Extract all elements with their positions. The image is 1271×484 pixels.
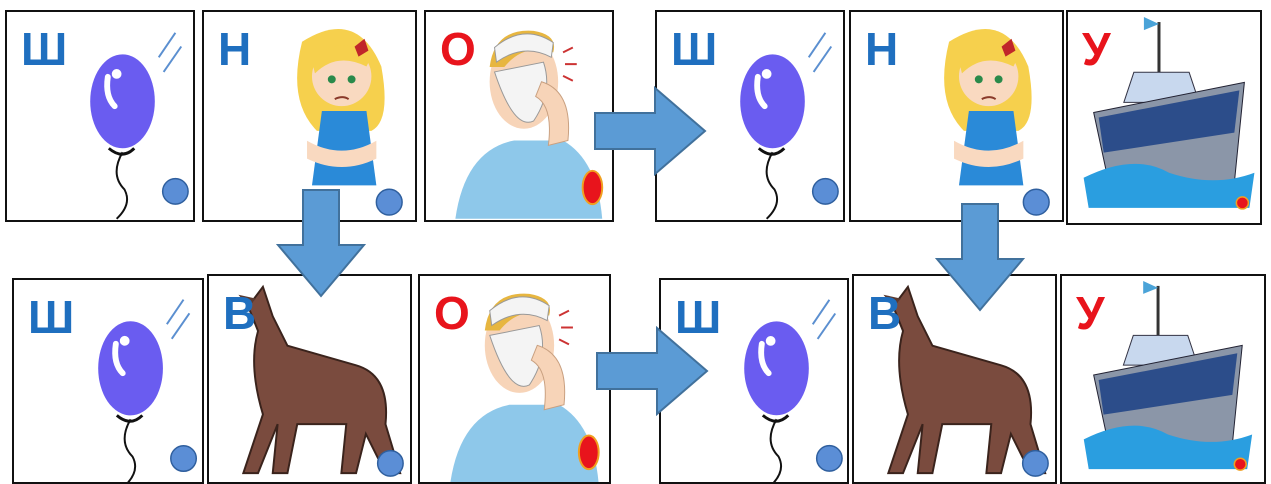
card-ship: У [1060,274,1266,484]
card-girl: Н [849,10,1064,222]
letter-label: О [434,290,470,336]
letter-label: У [1082,26,1111,72]
card-toothache-man: О [424,10,614,222]
arrow-right-icon [593,86,708,176]
letter-label: Н [865,26,898,72]
card-ship: У [1066,10,1262,225]
letter-label: Ш [28,294,74,340]
arrow-down-icon [276,188,366,298]
letter-label: У [1076,290,1105,336]
card-balloon: Ш [5,10,195,222]
letter-label: О [440,26,476,72]
card-toothache-man: О [418,274,611,484]
letter-label: Ш [21,26,67,72]
letter-label: Н [218,26,251,72]
letter-label: В [223,290,256,336]
card-balloon: Ш [12,278,204,484]
arrow-down-icon [935,202,1025,312]
letter-label: В [868,290,901,336]
letter-label: Ш [671,26,717,72]
card-wolf: В [207,274,412,484]
arrow-right-icon [595,326,710,416]
